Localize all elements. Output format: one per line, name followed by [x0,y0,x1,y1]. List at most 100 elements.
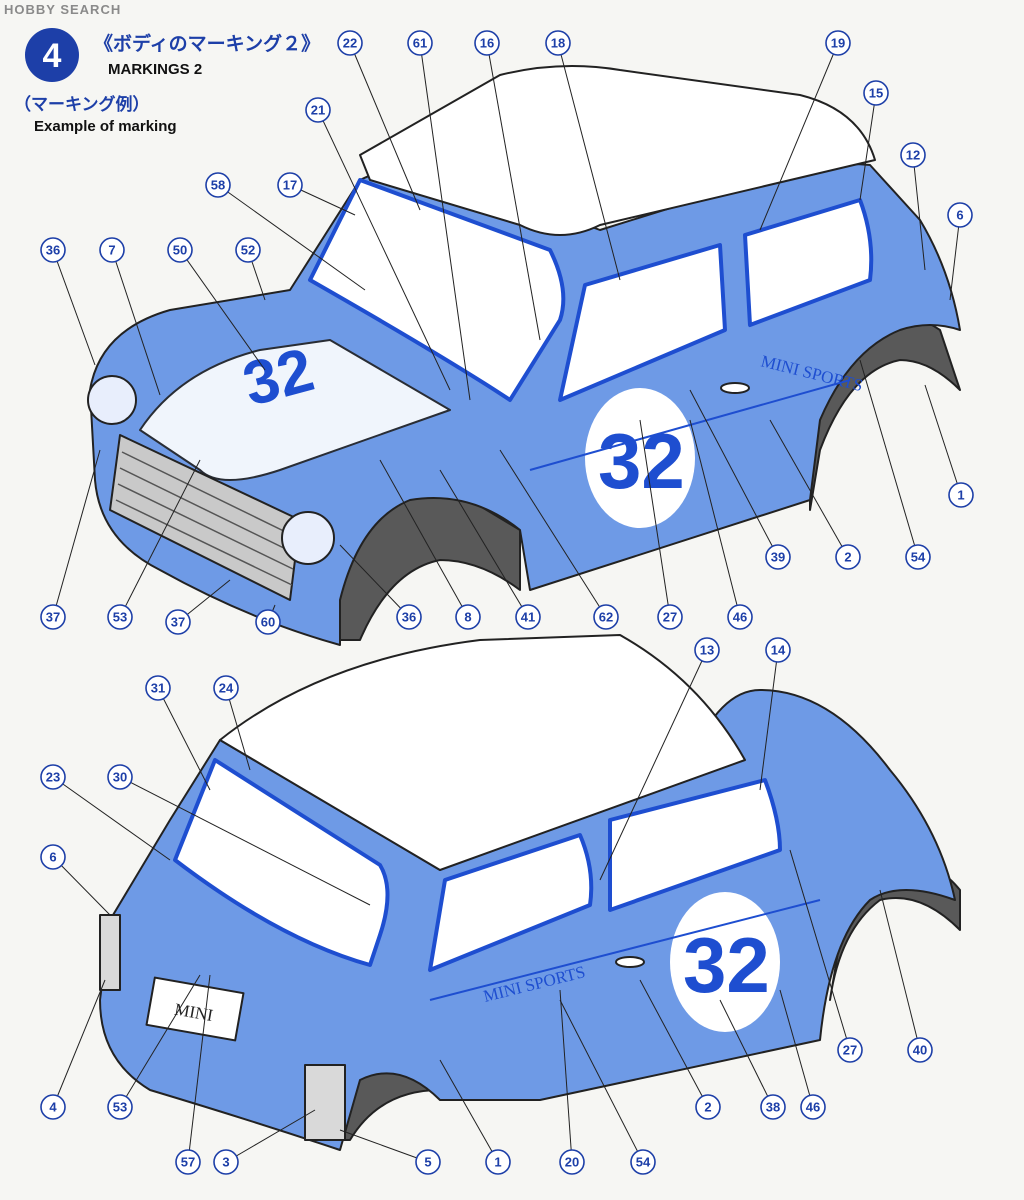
front-view-leader-line [111,249,161,396]
front-view-callout-label: 37 [171,615,185,630]
step-subtitle-en: Example of marking [34,118,177,135]
rear-view-leader-line [119,974,201,1108]
front-view-callout-label: 2 [844,550,851,565]
rear-view-callout-circle [107,764,133,790]
front-view-leader-line [52,449,101,618]
front-view-callout-label: 18 [551,36,565,51]
rear-view-callout-label: 2 [704,1100,711,1115]
front-view-callout-label: 62 [599,610,613,625]
side-window-front-bottom [608,778,782,912]
front-view-callout-label: 8 [464,610,471,625]
front-view-callout-label: 39 [771,550,785,565]
windshield [308,178,566,402]
headlight-right [281,511,335,565]
headlight-left [87,375,137,425]
front-view-leader-line [557,42,621,281]
front-view-leader-line [769,419,849,558]
rear-view-callout-label: 40 [913,1043,927,1058]
front-grille [109,434,301,601]
watermark: HOBBY SEARCH [4,2,122,17]
side-stripe-bottom [429,899,821,1001]
rear-view-leader-line [52,776,171,861]
roof-bottom [219,634,746,871]
rear-view-leader-line [559,999,644,1163]
step-title-en: MARKINGS 2 [108,61,202,78]
front-view-leader-line [859,92,877,201]
front-view-callout-circle [167,237,193,263]
front-view-leader-line [499,449,607,618]
rear-view-callout-circle [40,844,66,870]
front-view-callout-circle [40,237,66,263]
rear-view-leader-line [789,849,851,1051]
rear-view-leader-line [599,649,708,881]
car-rear-view [99,634,961,1151]
front-view-leader-line [217,184,366,291]
rear-view-leader-line [225,687,251,771]
rear-view-callout-label: 4 [49,1100,57,1115]
rear-view-leader-line [759,649,779,791]
front-view-leader-line [317,109,451,391]
front-view-leader-line [419,42,471,401]
rear-view-leader-line [779,989,814,1108]
front-view-callout-circle [905,544,931,570]
door-handle-bottom [615,956,645,968]
rear-view-leader-line [339,1129,429,1163]
front-view-leader-line [689,419,741,618]
front-view-callout-circle [40,604,66,630]
front-view-callout-label: 1 [957,488,964,503]
rear-view-callout-circle [175,1149,201,1175]
car-front-view [87,65,961,646]
rear-view-callout-circle [107,1094,133,1120]
door-roundel-bottom [670,892,780,1032]
front-view-callout-label: 54 [911,550,926,565]
front-view-callout-label: 27 [663,610,677,625]
rear-view-leader-line [157,687,211,791]
front-view-callout-circle [455,604,481,630]
front-view-leader-line [379,459,469,618]
rear-view-callout-circle [213,675,239,701]
front-view-leader-line [689,389,779,558]
front-view-leader-line [924,384,962,496]
rear-view-callout-circle [559,1149,585,1175]
rear-view-callout-circle [213,1149,239,1175]
rear-view-callout-label: 24 [219,681,234,696]
front-view-callout-circle [165,609,191,635]
front-view-callout-label: 52 [241,243,255,258]
front-view-callout-circle [407,30,433,56]
rear-view-callout-label: 3 [222,1155,229,1170]
front-view-callout-circle [255,609,281,635]
front-view-callout-label: 50 [173,243,187,258]
front-view-callout-circle [235,237,261,263]
front-view-leader-line [179,249,266,371]
front-view-callout-label: 19 [831,36,845,51]
rear-view-callout-circle [630,1149,656,1175]
front-view-callout-circle [99,237,125,263]
side-window-rear-bottom [428,833,594,972]
rear-view-callout-label: 14 [771,643,786,658]
front-view-leader-line [949,214,961,301]
front-view-callout-circle [948,482,974,508]
rear-view-callout-label: 53 [113,1100,127,1115]
rear-view-callout-label: 20 [565,1155,579,1170]
front-view-callout-label: 58 [211,178,225,193]
step-title-jp: 《ボディのマーキング２》 [94,32,320,55]
hood-stripe [139,339,451,481]
rear-view-callout-circle [800,1094,826,1120]
rear-view-leader-line [879,889,921,1051]
front-view-callout-label: 61 [413,36,427,51]
front-view-callout-label: 7 [108,243,115,258]
rear-view-callout-label: 38 [766,1100,780,1115]
front-view-leader-line [639,419,671,618]
rear-view-callout-label: 30 [113,770,127,785]
front-view-callout-label: 16 [480,36,494,51]
rear-view-callout-circle [907,1037,933,1063]
front-view-callout-circle [765,544,791,570]
grille-bars [115,451,297,586]
rear-view-leader-line [52,856,111,916]
step-subtitle-jp: （マーキング例） [14,94,150,115]
rear-view-callout-label: 57 [181,1155,195,1170]
rear-view-callout-circle [40,1094,66,1120]
